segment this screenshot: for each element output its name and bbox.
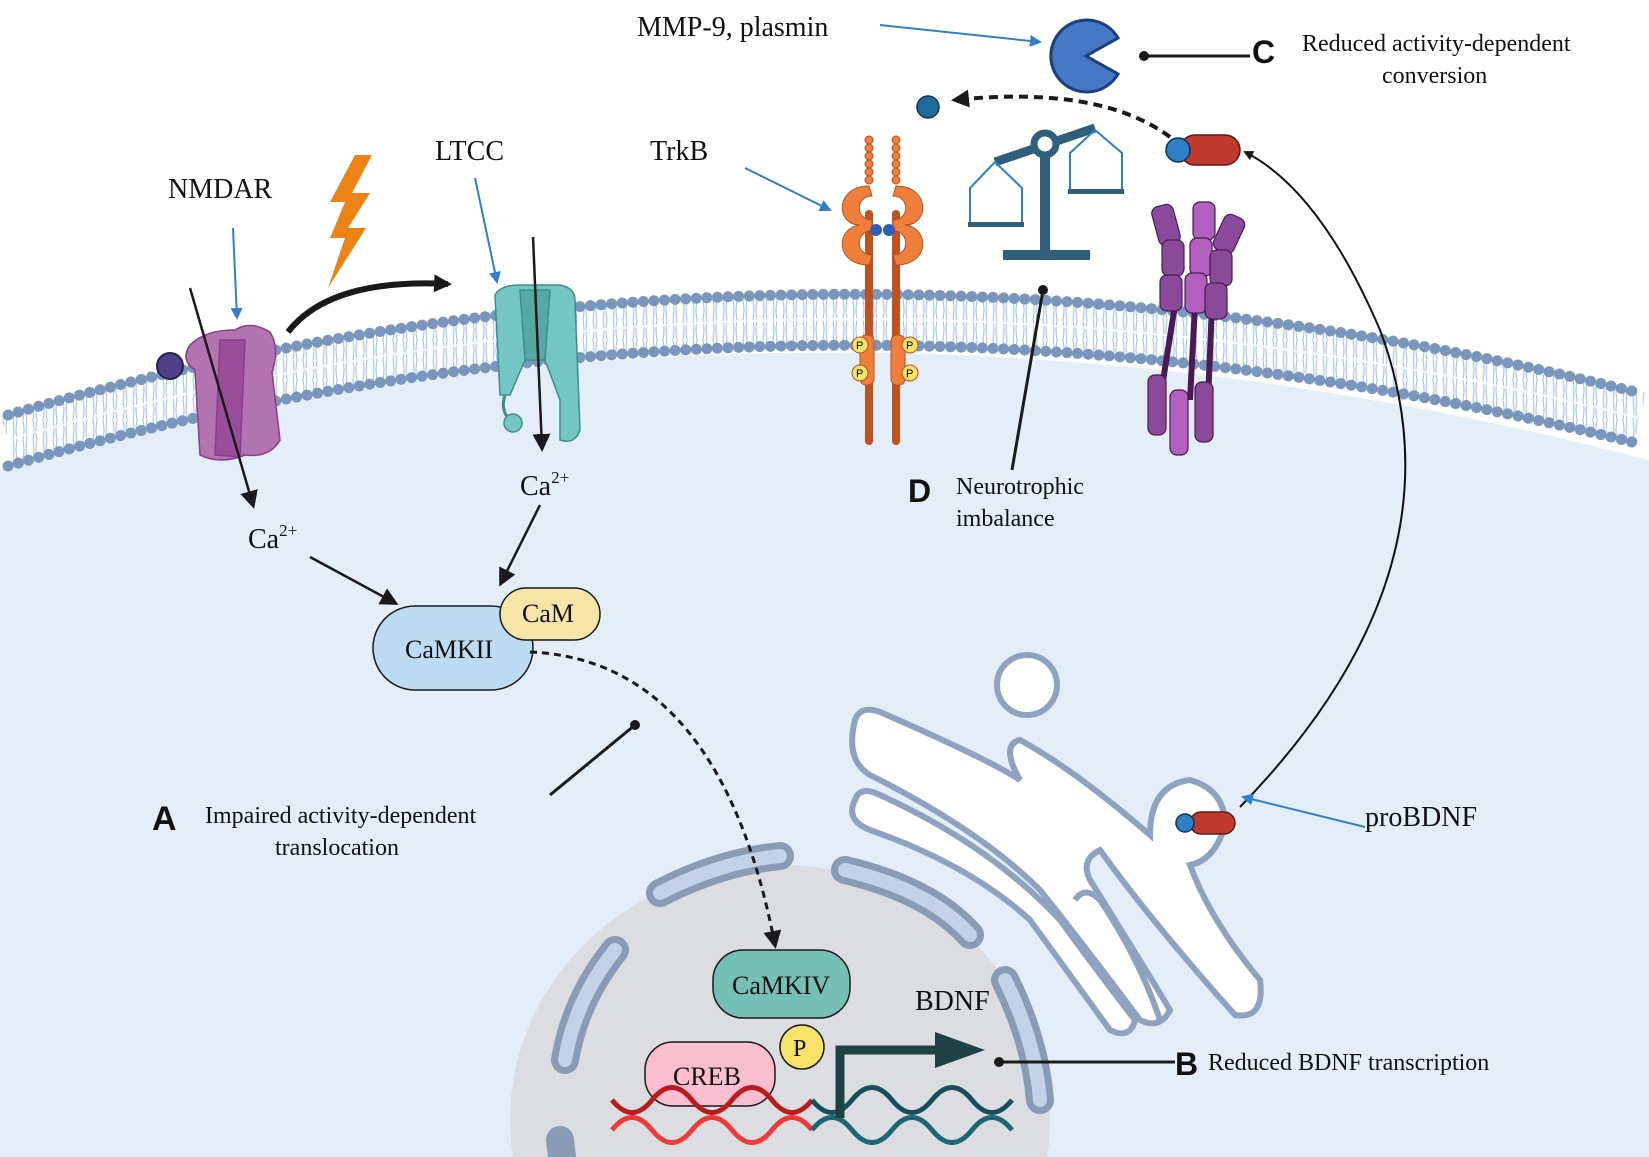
annotation-b-line1: Reduced BDNF transcription: [1208, 1050, 1489, 1076]
a-inhibit-line: [549, 720, 640, 797]
camkii-label: CaMKII: [405, 635, 493, 664]
depolarization-arrow: [285, 274, 452, 334]
cam-label: CaM: [522, 599, 574, 628]
camkiv-protein: [712, 949, 851, 1019]
d-inhibit-line: [1010, 285, 1048, 471]
transcription-arrowhead: [935, 1032, 985, 1068]
phospho-label: P: [856, 368, 863, 380]
creb-phospho: [779, 1024, 825, 1070]
ltcc-ca-arrow: [531, 236, 551, 452]
ca-right-to-camkii-arrow: [499, 504, 542, 587]
trkb-receptor: [841, 135, 924, 445]
mmp-pointer: [879, 24, 1042, 47]
ca-left-label: Ca2+: [248, 521, 297, 555]
annotation-a-line2: translocation: [275, 835, 399, 861]
probdnf-label: proBDNF: [1365, 802, 1477, 833]
conversion-arrow: [951, 89, 1172, 139]
mature-bdnf: [916, 95, 940, 119]
bdnf-gene-label: BDNF: [915, 986, 990, 1017]
nmdar-channel: [156, 324, 281, 461]
nmdar-ca-arrow: [188, 287, 258, 509]
dna-helix: [610, 1085, 1014, 1145]
annotation-a-line1: Impaired activity-dependent: [205, 803, 477, 829]
creb-label: CREB: [673, 1062, 741, 1091]
probdnf-pointer: [1241, 793, 1366, 828]
cam-protein: [499, 587, 601, 641]
probdnf-extracellular: [1165, 134, 1241, 166]
creb-phospho-label: P: [793, 1036, 806, 1062]
phospho-sites-trkb: P P P P: [851, 336, 919, 382]
annotation-c-line1: Reduced activity-dependent: [1302, 31, 1571, 57]
annotation-a-letter: A: [152, 800, 177, 838]
trkb-label: TrkB: [650, 136, 708, 167]
annotation-d-line2: imbalance: [956, 506, 1055, 532]
golgi-apparatus: [849, 652, 1264, 1037]
translocation-arrow: [529, 650, 782, 949]
phospho-label: P: [856, 340, 863, 352]
camkiv-label: CaMKIV: [732, 971, 830, 1000]
trkb-pointer: [744, 167, 832, 211]
phospho-label: P: [906, 340, 913, 352]
phospho-label: P: [906, 368, 913, 380]
mmp9-enzyme: [1049, 18, 1121, 94]
ltcc-label: LTCC: [435, 136, 504, 167]
nmdar-label: NMDAR: [168, 174, 273, 205]
annotation-d-letter: D: [908, 473, 931, 509]
transcription-arrow: [835, 1045, 940, 1118]
camkii-protein: [372, 605, 534, 691]
probdnf-in-golgi: [1175, 811, 1236, 835]
nmdar-pointer: [230, 227, 243, 320]
annotation-b-letter: B: [1175, 1046, 1198, 1082]
scale-icon: [968, 123, 1124, 260]
ca-right-label: Ca2+: [520, 468, 569, 502]
ltcc-channel: [494, 284, 581, 442]
p75-receptor: [1147, 201, 1246, 456]
annotation-c-letter: C: [1252, 34, 1275, 70]
ltcc-pointer: [474, 177, 501, 284]
secretion-arrow: [1239, 151, 1407, 808]
mmp9-label: MMP-9, plasmin: [637, 12, 828, 43]
lightning-icon: [328, 155, 372, 288]
annotation-d-line1: Neurotrophic: [956, 474, 1084, 500]
annotation-c-line2: conversion: [1382, 63, 1487, 89]
ca-left-to-camkii-arrow: [309, 555, 399, 605]
